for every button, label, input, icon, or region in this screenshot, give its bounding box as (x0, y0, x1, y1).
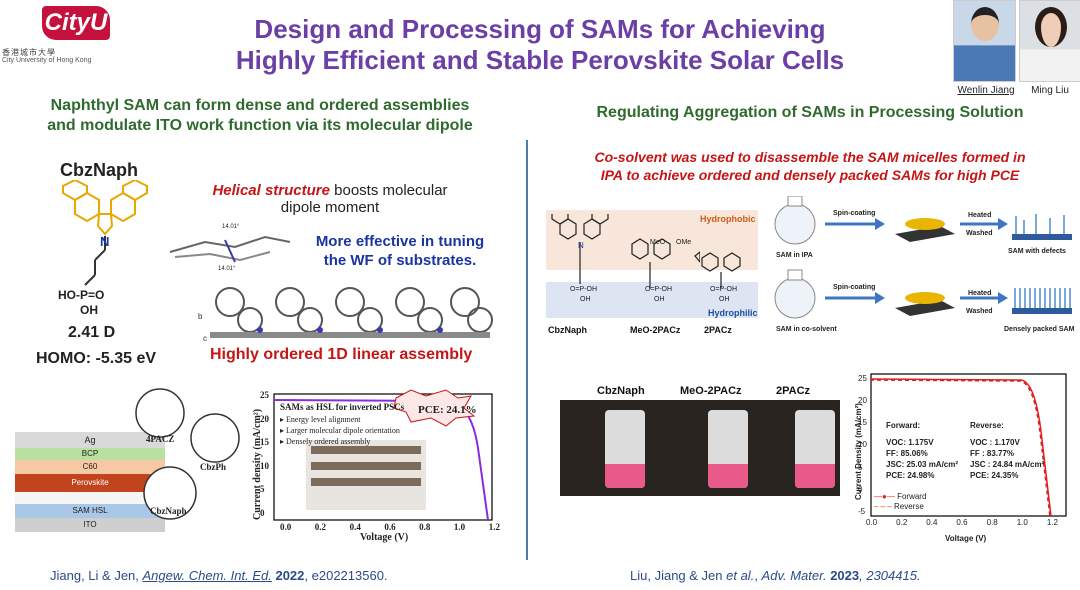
phosphonic-group: O=P-OH (710, 286, 738, 293)
homo-value: HOMO: -5.35 eV (36, 350, 157, 367)
device-stack: Ag BCP C60 Perovskite SAM HSL ITO (15, 432, 165, 532)
person-name: Ming Liu (1031, 85, 1069, 96)
vial-label: 2PACz (776, 385, 811, 397)
molecule-circles (135, 388, 240, 520)
layer-sam: SAM HSL (15, 504, 165, 518)
heated-label: Heated (968, 290, 992, 297)
process-schematic (774, 196, 1072, 319)
right-jv-legend: —●— Forward – – – Reverse (874, 492, 927, 511)
person-photo (953, 0, 1016, 82)
molecule-label: CbzNaph (548, 325, 587, 335)
left-jv-xlabel: Voltage (V) (360, 532, 409, 543)
sam-ipa-label: SAM in IPA (776, 252, 813, 259)
section-divider (526, 140, 528, 560)
layer-perovskite: Perovskite (15, 474, 165, 492)
left-jv-legend-title: SAMs as HSL for inverted PSCs (280, 402, 405, 412)
phosphonic-group: HO-P=O (58, 288, 105, 302)
sam-structures (551, 214, 700, 289)
hydrophilic-region (546, 282, 758, 318)
2pacz-structure (701, 252, 741, 288)
right-claim: Co-solvent was used to disassemble the S… (594, 149, 1026, 183)
washed-label: Washed (966, 308, 993, 315)
spin-coating-label: Spin-coating (833, 210, 876, 217)
effective-caption: More effective in tuning the WF of subst… (315, 233, 485, 269)
assembly-caption: Highly ordered 1D linear assembly (210, 346, 473, 363)
nitrogen-label: N (100, 234, 110, 249)
heated-label: Heated (968, 212, 992, 219)
hydrophilic-label: Hydrophilic (708, 308, 758, 318)
dense-label: Densely packed SAM (1004, 326, 1075, 333)
right-heading: Regulating Aggregation of SAMs in Proces… (596, 104, 1024, 121)
dipole-value: 2.41 D (68, 324, 116, 341)
right-jv-chart (869, 373, 1067, 518)
person-photo (1019, 0, 1080, 82)
axis-b-label: b (198, 312, 203, 321)
layer-ito: ITO (15, 518, 165, 532)
cityu-logo: CityU (42, 6, 110, 40)
left-citation: Jiang, Li & Jen, Angew. Chem. Int. Ed. 2… (50, 568, 388, 583)
left-jv-pce: PCE: 24.1% (418, 404, 477, 416)
layer-bcp: BCP (15, 448, 165, 460)
person-name: Wenlin Jiang (957, 85, 1015, 96)
methoxy-label: MeO (650, 239, 666, 246)
linear-assembly-image (210, 287, 493, 338)
circle-label: CbzPh (200, 462, 227, 472)
axis-c-label: c (203, 334, 207, 343)
hydrophobic-label: Hydrophobic (700, 214, 756, 224)
reverse-metrics: Reverse: VOC : 1.170V FF : 83.77% JSC : … (970, 421, 1045, 480)
logo-english-text: City University of Hong Kong (2, 57, 92, 64)
hydroxyl-label: OH (719, 296, 730, 303)
nitrogen-label: N (578, 241, 584, 250)
sam-cosolvent-label: SAM in co-solvent (776, 326, 837, 333)
defects-label: SAM with defects (1008, 248, 1066, 255)
left-jv-bullets: ▸ Energy level alignment ▸ Larger molecu… (280, 415, 400, 446)
circle-label: CbzNaph (150, 506, 187, 516)
helical-molecule-image (169, 235, 291, 263)
phosphonic-group: O=P-OH (645, 286, 673, 293)
left-jv-chart (273, 389, 493, 521)
helical-caption: Helical structure boosts molecular dipol… (212, 182, 448, 216)
layer-ag: Ag (15, 432, 165, 448)
phosphonic-group: O=P-OH (570, 286, 598, 293)
page-title: Design and Processing of SAMs for Achiev… (235, 14, 845, 75)
circle-label: 4PACZ (146, 434, 175, 444)
cbznaph-structure (62, 180, 148, 286)
washed-label: Washed (966, 230, 993, 237)
forward-metrics: Forward: VOC: 1.175V FF: 85.06% JSC: 25.… (886, 421, 959, 480)
hydrophobic-region (546, 210, 758, 270)
molecule-label: 2PACz (704, 325, 732, 335)
vial-label: MeO-2PACz (680, 385, 742, 397)
angle-label: 14.01° (218, 266, 236, 272)
angle-label: 14.01° (222, 224, 240, 230)
spin-coating-label: Spin-coating (833, 284, 876, 291)
molecule-label: MeO-2PACz (630, 325, 681, 335)
molecule-name: CbzNaph (60, 160, 138, 180)
hydroxyl-label: OH (654, 296, 665, 303)
right-citation: Liu, Jiang & Jen et al., Adv. Mater. 202… (630, 568, 921, 583)
logo-chinese-text: 香港城市大學 (2, 48, 56, 57)
hydroxyl-label: OH (80, 303, 98, 317)
right-jv-xlabel: Voltage (V) (945, 534, 987, 543)
layer-c60: C60 (15, 460, 165, 474)
methoxy-label: OMe (676, 239, 692, 246)
left-heading: Naphthyl SAM can form dense and ordered … (47, 97, 473, 134)
vial-label: CbzNaph (597, 385, 645, 397)
hydroxyl-label: OH (580, 296, 591, 303)
vials-photo (560, 400, 840, 496)
